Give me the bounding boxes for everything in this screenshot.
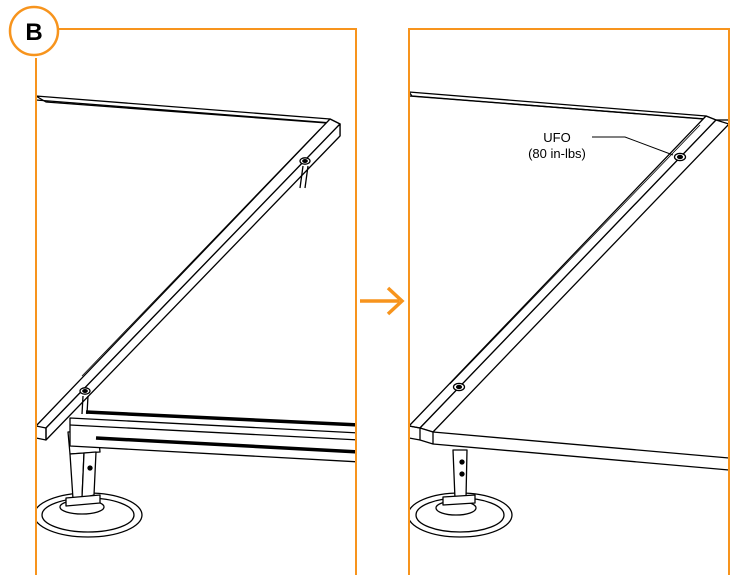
callout-leader [592, 136, 674, 156]
ufo-clamp-left-top [299, 157, 311, 189]
arrow-right-icon [360, 286, 405, 316]
ufo-clamp-right-top [673, 152, 687, 162]
front-rail [69, 410, 357, 463]
solar-panel-right-b [409, 119, 729, 471]
ufo-clamp-right-bottom [452, 382, 466, 392]
left-panel-drawing [36, 95, 357, 538]
right-frame [408, 28, 730, 575]
right-panel-drawing [409, 91, 729, 538]
callout-part-label: UFO [543, 130, 570, 145]
solar-panel-left [36, 95, 357, 441]
left-frame [35, 28, 357, 575]
callout-torque-label: (80 in-lbs) [528, 146, 586, 161]
ufo-clamp-left-bottom [79, 387, 91, 415]
step-badge: B [8, 5, 60, 57]
right-front-footing [409, 449, 513, 538]
solar-panel-right-a [409, 91, 717, 429]
step-badge-letter: B [25, 19, 42, 46]
